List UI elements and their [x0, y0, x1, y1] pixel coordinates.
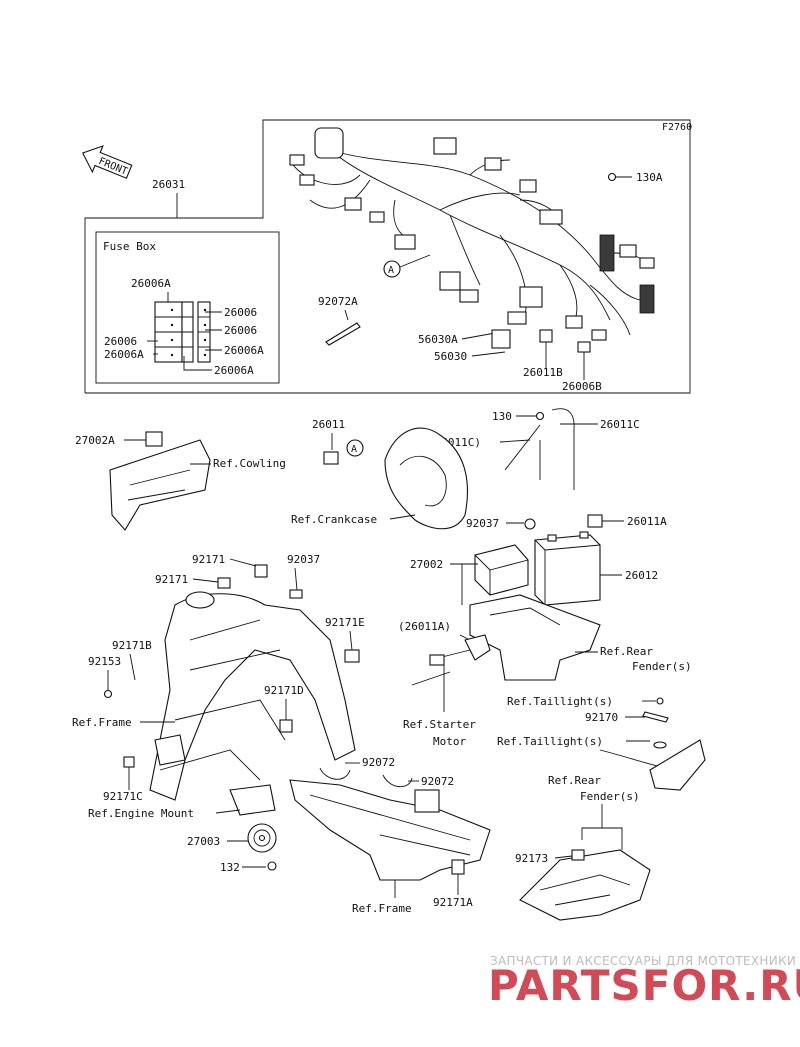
part-92072a: 92072A	[318, 295, 358, 308]
part-26031: 26031	[152, 178, 185, 191]
starter-relay	[411, 634, 491, 686]
part-26012: 26012	[625, 569, 658, 582]
taillight-assembly	[599, 739, 706, 791]
wiring-harness	[289, 127, 655, 341]
part-26006a-top: 26006A	[131, 277, 171, 290]
part-56030a: 56030A	[418, 333, 458, 346]
part-92171c: 92171C	[103, 790, 143, 803]
part-26011a: 26011A	[627, 515, 667, 528]
part-26011b: 26011B	[523, 366, 563, 379]
ref-starter-motor-a: Ref.Starter	[403, 718, 476, 731]
rear-fender-tray	[469, 594, 601, 681]
part-92037-b: 92037	[287, 553, 320, 566]
part-92171b: 92171B	[112, 639, 152, 652]
part-26006b: 26006B	[562, 380, 602, 393]
ref-frame-1: Ref.Frame	[72, 716, 132, 729]
part-92072-a: 92072	[362, 756, 395, 769]
fuse-box-block	[154, 301, 211, 363]
part-26006a-bottom: 26006A	[214, 364, 254, 377]
sub-frame	[289, 779, 491, 881]
part-92171d: 92171D	[264, 684, 304, 697]
part-92153: 92153	[88, 655, 121, 668]
part-26006a-left: 26006A	[104, 348, 144, 361]
ref-rear-fender-1b: Fender(s)	[632, 660, 692, 673]
part-130a: 130A	[636, 171, 663, 184]
part-132: 132	[220, 861, 240, 874]
ref-taillight-2: Ref.Taillight(s)	[497, 735, 603, 748]
ref-rear-fender-2b: Fender(s)	[580, 790, 640, 803]
part-92037-a: 92037	[466, 517, 499, 530]
watermark-top: ЗАПЧАСТИ И АКСЕССУАРЫ ДЛЯ МОТОТЕХНИКИ	[490, 954, 796, 968]
ref-engine-mount: Ref.Engine Mount	[88, 807, 194, 820]
part-92171-b: 92171	[155, 573, 188, 586]
callout-a-harness	[383, 260, 401, 278]
horn	[247, 823, 277, 853]
ref-frame-2: Ref.Frame	[352, 902, 412, 915]
crankcase-cover	[384, 427, 469, 530]
part-92173: 92173	[515, 852, 548, 865]
part-26011: 26011	[312, 418, 345, 431]
part-92171a: 92171A	[433, 896, 473, 909]
part-27003: 27003	[187, 835, 220, 848]
callout-a-letter-1: A	[388, 265, 394, 276]
ref-rear-fender-2a: Ref.Rear	[548, 774, 601, 787]
main-frame	[123, 564, 360, 816]
ref-cowling: Ref.Cowling	[213, 457, 286, 470]
figure-code: F2760	[662, 122, 692, 133]
front-arrow-icon: FRONT	[81, 145, 133, 179]
part-26006-left: 26006	[104, 335, 137, 348]
part-26011c: 26011C	[600, 418, 640, 431]
ref-crankcase: Ref.Crankcase	[291, 513, 377, 526]
part-27002: 27002	[410, 558, 443, 571]
rear-fender-lower	[519, 849, 651, 921]
part-92170: 92170	[585, 711, 618, 724]
callout-a-connector	[346, 439, 364, 457]
part-92072-b: 92072	[421, 775, 454, 788]
fuse-box-title: Fuse Box	[103, 240, 156, 253]
cowling-bracket	[109, 439, 211, 531]
part-130: 130	[492, 410, 512, 423]
battery	[534, 531, 601, 606]
ref-taillight-1: Ref.Taillight(s)	[507, 695, 613, 708]
ecu-module	[474, 544, 529, 596]
part-26011a-ref: (26011A)	[398, 620, 451, 633]
part-56030: 56030	[434, 350, 467, 363]
part-26006-r1: 26006	[224, 306, 257, 319]
part-27002a: 27002A	[75, 434, 115, 447]
part-92171e: 92171E	[325, 616, 365, 629]
watermark-brand: PARTSFOR.RU	[488, 961, 800, 1010]
part-26006a-r3: 26006A	[224, 344, 264, 357]
part-92171-a: 92171	[192, 553, 225, 566]
part-26006-r2: 26006	[224, 324, 257, 337]
fuse-box-frame	[95, 231, 280, 384]
harness-group-box	[84, 119, 691, 394]
ref-rear-fender-1a: Ref.Rear	[600, 645, 653, 658]
callout-a-letter-2: A	[351, 444, 357, 455]
ref-starter-motor-b: Motor	[433, 735, 466, 748]
